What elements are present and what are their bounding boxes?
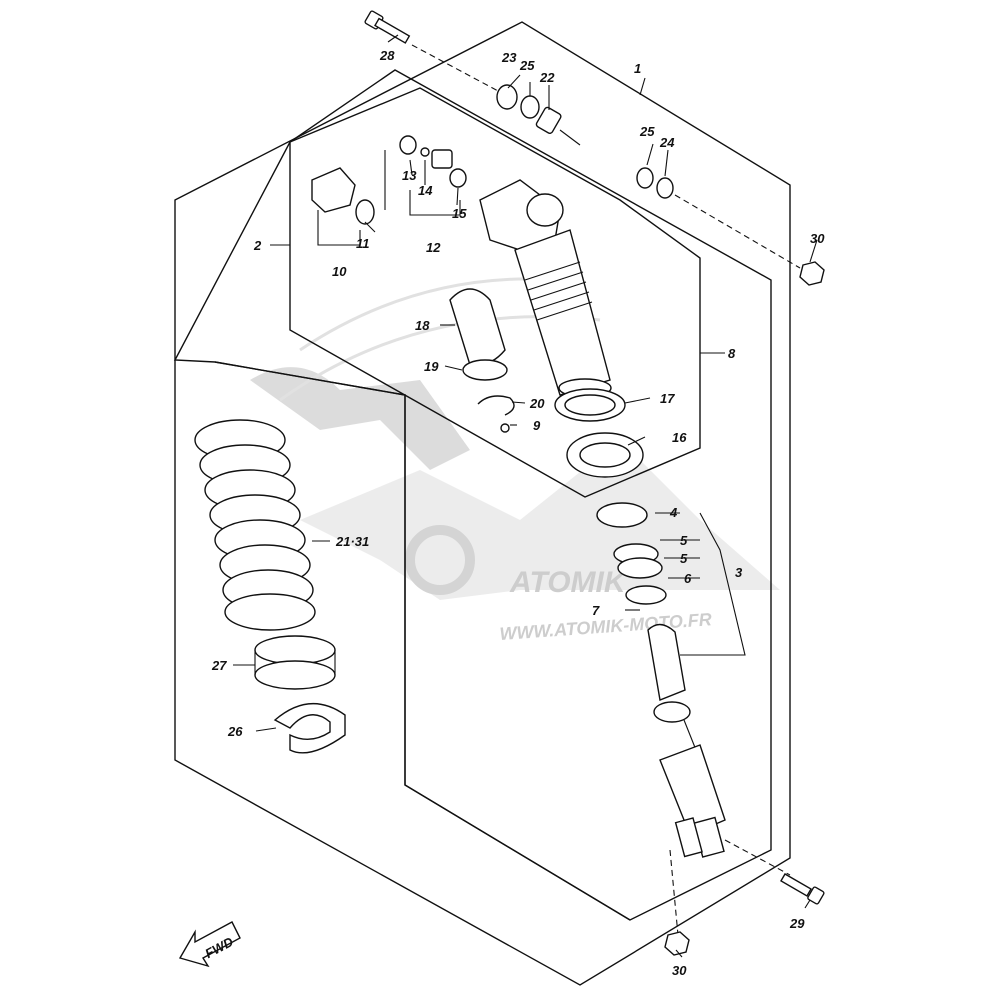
callout-25a: 25 xyxy=(519,58,535,73)
spring-frame xyxy=(214,361,631,921)
callout-17: 17 xyxy=(660,391,675,406)
washer-group-right xyxy=(636,167,825,286)
spring-seat-27 xyxy=(254,635,336,690)
callout-23: 23 xyxy=(501,50,517,65)
callout-30-bottom: 30 xyxy=(672,963,687,978)
callout-10: 10 xyxy=(332,264,347,279)
callout-7: 7 xyxy=(592,603,600,618)
callout-22: 22 xyxy=(539,70,555,85)
callout-21-31: 21·31 xyxy=(335,534,369,549)
callout-5a: 5 xyxy=(680,533,688,548)
bladder-18 xyxy=(449,288,508,381)
spring-21-31 xyxy=(194,419,316,631)
callout-16: 16 xyxy=(672,430,687,445)
callout-28: 28 xyxy=(379,48,395,63)
callout-11: 11 xyxy=(356,236,370,251)
callout-13: 13 xyxy=(402,168,417,183)
damper-group-3 xyxy=(596,502,726,858)
watermark-website: WWW.ATOMIK-MOTO.FR xyxy=(499,609,713,644)
callout-30-top: 30 xyxy=(810,231,825,246)
spring-stopper-26 xyxy=(273,703,346,754)
bolt-29 xyxy=(724,839,825,905)
lock-nut-17 xyxy=(554,388,626,422)
callout-18: 18 xyxy=(415,318,430,333)
shock-body-8 xyxy=(479,179,612,398)
reservoir-cap-10 xyxy=(311,167,375,246)
callout-20: 20 xyxy=(529,396,545,411)
callout-1: 1 xyxy=(634,61,641,76)
bushing-group-top xyxy=(496,84,581,146)
valve-parts-12 xyxy=(384,135,467,216)
callout-29: 29 xyxy=(789,916,805,931)
assembly-frame-1 xyxy=(174,21,791,986)
callout-6: 6 xyxy=(684,571,692,586)
watermark-brand: ATOMIK xyxy=(509,566,628,599)
callout-12: 12 xyxy=(426,240,441,255)
assembly-frame-8 xyxy=(289,87,701,498)
leader-lines xyxy=(233,34,818,958)
callout-8: 8 xyxy=(728,346,736,361)
callout-26: 26 xyxy=(227,724,243,739)
callout-2: 2 xyxy=(253,238,262,253)
callout-4: 4 xyxy=(669,505,678,520)
callout-15: 15 xyxy=(452,206,467,221)
callout-27: 27 xyxy=(211,658,227,673)
nut-30-bottom xyxy=(664,849,690,956)
callout-5b: 5 xyxy=(680,551,688,566)
callout-25b: 25 xyxy=(639,124,655,139)
lock-nut-16 xyxy=(566,432,644,478)
circlip-20 xyxy=(477,395,515,433)
callout-14: 14 xyxy=(418,183,433,198)
fwd-arrow-icon: FWD xyxy=(178,921,241,968)
callout-19: 19 xyxy=(424,359,439,374)
callout-24: 24 xyxy=(659,135,675,150)
callout-3: 3 xyxy=(735,565,743,580)
bolt-28 xyxy=(364,10,501,93)
callout-9: 9 xyxy=(533,418,541,433)
